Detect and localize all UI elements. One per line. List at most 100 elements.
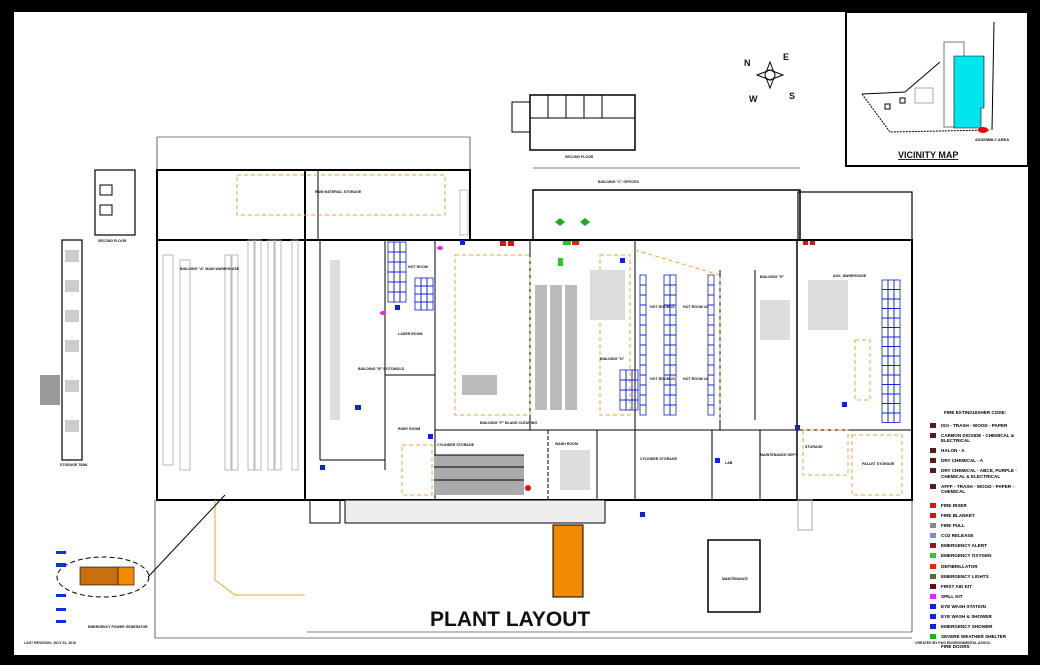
safety-markers xyxy=(320,218,847,517)
legend-item: EYE WASH STATION xyxy=(930,603,1030,610)
svg-text:BUILDING "C" OFFICES: BUILDING "C" OFFICES xyxy=(598,180,640,184)
rack-cell xyxy=(625,399,633,411)
legend-swatch-icon xyxy=(930,553,936,559)
legend-label: FIRE PULL xyxy=(941,523,965,529)
legend-label: HALON - A xyxy=(941,448,965,454)
rack-cell xyxy=(893,374,901,385)
rack-cell xyxy=(887,365,895,376)
rack-cell xyxy=(887,346,895,357)
rack-cell xyxy=(639,394,647,406)
rack-cell xyxy=(393,241,401,253)
compass-rose: N E W S xyxy=(744,52,795,104)
rack-cell xyxy=(887,279,895,290)
legend-label: SPILL KIT xyxy=(941,593,963,599)
rack-cell xyxy=(663,394,671,406)
legend-label: DEFIBRILLATOR xyxy=(941,563,978,569)
rack-cell xyxy=(663,384,671,396)
rack-cell xyxy=(893,355,901,366)
rack-cell xyxy=(663,314,671,326)
rack-cell xyxy=(639,344,647,356)
legend-swatch-icon xyxy=(930,644,936,650)
rack-cell xyxy=(881,403,889,414)
rack-cell xyxy=(669,354,677,366)
legend-label: EMERGENCY SHOWER xyxy=(941,624,993,630)
legend-swatch-icon xyxy=(930,483,936,489)
rack-cell xyxy=(639,384,647,396)
legend-swatch-icon xyxy=(930,583,936,589)
rack-cell xyxy=(663,334,671,346)
rack-cell xyxy=(707,294,715,306)
rack-cell xyxy=(707,304,715,316)
rack-cell xyxy=(426,277,434,287)
vicinity-map: ASSEMBLY AREA VICINITY MAP xyxy=(845,12,1028,167)
rack-cell xyxy=(707,334,715,346)
rack-cell xyxy=(663,404,671,416)
rack-cell xyxy=(619,389,627,401)
rack-cell xyxy=(420,293,428,303)
legend-item: SEVERE WEATHER SHELTER xyxy=(930,634,1030,640)
rack-cell xyxy=(881,279,889,290)
legend-item: FIRE RISER xyxy=(930,502,1030,509)
dashed-zones xyxy=(401,249,903,496)
rack-cell xyxy=(881,365,889,376)
rack-cell xyxy=(399,271,407,283)
rack-cell xyxy=(893,346,901,357)
legend-swatch-icon xyxy=(930,533,936,539)
rack-cell xyxy=(893,336,901,347)
legend-label: FIRST AID KIT xyxy=(941,583,972,589)
legend-swatch-icon xyxy=(930,614,936,619)
svg-text:CYLINDER STORAGE: CYLINDER STORAGE xyxy=(437,443,475,447)
plant-footprint xyxy=(953,55,985,129)
svg-text:EMERGENCY POWER GENERATOR: EMERGENCY POWER GENERATOR xyxy=(88,625,148,629)
rack-cell xyxy=(639,294,647,306)
rack-cell xyxy=(887,336,895,347)
rack-cell xyxy=(663,364,671,376)
legend-swatch-icon xyxy=(930,634,936,640)
rack-cell xyxy=(663,354,671,366)
rack-cell xyxy=(387,271,395,283)
rack-cell xyxy=(707,274,715,286)
warehouse-racks xyxy=(162,189,469,471)
rack-cell xyxy=(881,327,889,338)
rack-cell xyxy=(414,285,422,295)
rack-cell xyxy=(887,393,895,404)
rack-cell xyxy=(426,285,434,295)
rack-cell xyxy=(881,412,889,423)
rack-cell xyxy=(625,379,633,391)
legend-swatch-icon xyxy=(930,624,936,630)
rack-cell xyxy=(420,301,428,311)
rack-cell xyxy=(887,327,895,338)
rack-cell xyxy=(707,354,715,366)
legend-swatch-icon xyxy=(930,603,936,609)
rack-cell xyxy=(707,374,715,386)
rack-cell xyxy=(619,379,627,391)
svg-text:PALLET STORAGE: PALLET STORAGE xyxy=(862,462,895,466)
legend-item: CO2 RELEASE xyxy=(930,533,1030,539)
rack-cell xyxy=(669,344,677,356)
svg-text:BUILDING "A" MAIN WAREHOUSE: BUILDING "A" MAIN WAREHOUSE xyxy=(180,267,240,271)
rack-cell xyxy=(663,294,671,306)
svg-text:SECOND FLOOR: SECOND FLOOR xyxy=(98,239,127,243)
rack-cell xyxy=(893,412,901,423)
rack-cell xyxy=(420,277,428,287)
rack-cell xyxy=(619,399,627,411)
rack-cell xyxy=(393,251,401,263)
legend-label: DRY CHEMICAL - A xyxy=(941,458,984,464)
svg-text:HOT ROOM #2: HOT ROOM #2 xyxy=(683,305,708,309)
rack-cell xyxy=(414,301,422,311)
rack-cell xyxy=(881,308,889,319)
rack-cell xyxy=(387,281,395,293)
machinery xyxy=(330,260,848,490)
rack-cell xyxy=(639,314,647,326)
rack-cell xyxy=(669,394,677,406)
rack-cell xyxy=(669,404,677,416)
emergency-generator: EMERGENCY POWER GENERATOR xyxy=(56,494,226,629)
rack-cell xyxy=(887,289,895,300)
rack-cell xyxy=(399,291,407,303)
rack-cell xyxy=(707,324,715,336)
plant-layout-drawing: ASSEMBLY AREA VICINITY MAP N E W S SECON… xyxy=(24,12,1028,645)
svg-text:BUILDING "E": BUILDING "E" xyxy=(760,275,784,279)
svg-text:HOT ROOM #3: HOT ROOM #3 xyxy=(650,377,675,381)
legend-item: ISO - TRASH - WOOD - PAPER xyxy=(930,422,1030,429)
rack-cell xyxy=(387,241,395,253)
